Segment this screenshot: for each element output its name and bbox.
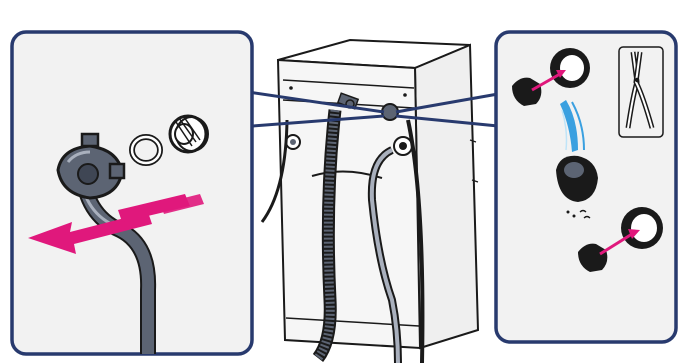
- machine-side: [415, 45, 478, 348]
- right-detail-panel: [496, 32, 676, 342]
- inlet-valve-thread: [170, 116, 208, 152]
- inlet-valve-left: [286, 135, 300, 149]
- screw-icon: [289, 86, 293, 90]
- screw-icon: [403, 93, 407, 97]
- pliers-icon: [619, 47, 663, 137]
- washing-machine: [262, 40, 478, 363]
- left-detail-panel: [12, 32, 252, 354]
- inlet-valve-right: [394, 137, 412, 155]
